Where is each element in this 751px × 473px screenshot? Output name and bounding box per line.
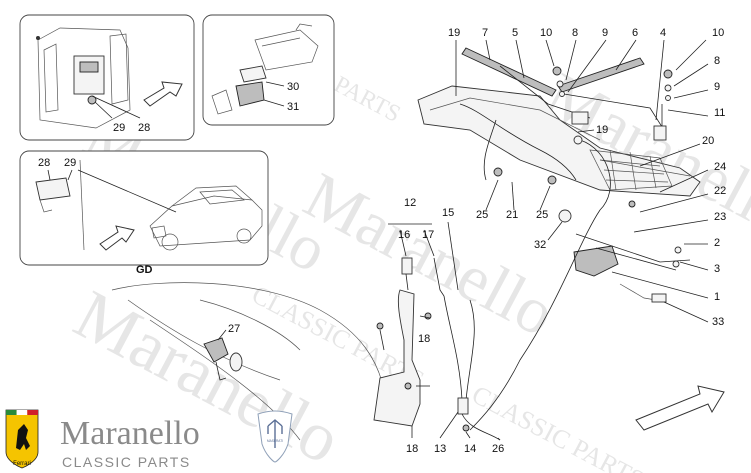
callout-26: 26 <box>492 443 504 455</box>
brand-block: Ferrari Maranello CLASSIC PARTS MASERATI <box>5 409 293 470</box>
callout-25: 25 <box>476 209 488 221</box>
callout-13: 13 <box>434 443 446 455</box>
car-illustration <box>149 185 263 251</box>
callout-6: 6 <box>632 27 638 39</box>
callout-3: 3 <box>714 263 720 275</box>
callouts-right: 8 9 11 20 24 22 23 2 3 1 33 <box>702 55 726 328</box>
inset-a-frame <box>19 14 195 141</box>
callout-22: 22 <box>714 185 726 197</box>
badge-text: MASERATI <box>267 439 283 443</box>
pump-27: 27 <box>203 323 243 381</box>
callout-11: 11 <box>714 107 725 119</box>
crest-text: Ferrari <box>13 461 31 467</box>
control-unit <box>73 55 105 95</box>
callout-24: 24 <box>714 161 726 173</box>
callout-28: 28 <box>138 122 150 134</box>
brand-subtitle: CLASSIC PARTS <box>62 454 191 470</box>
callout-7: 7 <box>482 27 488 39</box>
washer-reservoir <box>373 289 421 427</box>
wiper-assembly <box>417 39 709 431</box>
callout-29-c: 29 <box>64 157 76 169</box>
callout-2: 2 <box>714 237 720 249</box>
callout-9-right: 9 <box>714 81 720 93</box>
callout-23: 23 <box>714 211 726 223</box>
callout-16: 16 <box>398 229 410 241</box>
callout-14: 14 <box>464 443 476 455</box>
washer-reservoir-group: 12 16 17 15 18 18 13 14 26 <box>373 197 504 455</box>
callouts-mid: 19 25 21 25 32 <box>476 124 608 251</box>
watermark-sub-3: CLASSIC PARTS <box>467 380 649 473</box>
callout-21: 21 <box>506 209 518 221</box>
callout-10-right: 10 <box>712 27 724 39</box>
inset-c: 28 29 GD <box>19 150 269 276</box>
ferrari-crest-icon: Ferrari <box>5 409 39 469</box>
callout-12: 12 <box>404 197 416 209</box>
callout-33: 33 <box>712 316 724 328</box>
callout-17: 17 <box>422 229 434 241</box>
filler-cap <box>401 257 413 275</box>
callout-15: 15 <box>442 207 454 219</box>
callout-20: 20 <box>702 135 714 147</box>
maserati-badge-icon: MASERATI <box>257 410 293 463</box>
callout-27: 27 <box>228 323 240 335</box>
section-label: GD <box>136 264 153 276</box>
callout-5: 5 <box>512 27 518 39</box>
wiper-blade-right <box>557 57 645 93</box>
callout-29: 29 <box>113 122 125 134</box>
wiper-blade-left <box>461 47 557 97</box>
callout-8-right: 8 <box>714 55 720 67</box>
wiper-motor <box>573 245 619 277</box>
callout-25-b: 25 <box>536 209 548 221</box>
callout-32: 32 <box>534 239 546 251</box>
washer-pump <box>457 397 469 415</box>
callout-18-b: 18 <box>406 443 418 455</box>
callout-31: 31 <box>287 101 299 113</box>
inset-c-frame <box>19 150 269 266</box>
mesh-screen <box>589 149 673 191</box>
callout-30: 30 <box>287 81 299 93</box>
callout-1: 1 <box>714 291 720 303</box>
callout-19: 19 <box>448 27 460 39</box>
callout-19-mid: 19 <box>596 124 608 136</box>
callout-18: 18 <box>418 333 430 345</box>
callout-10: 10 <box>540 27 552 39</box>
callout-9: 9 <box>602 27 608 39</box>
brand-name: Maranello <box>60 415 200 452</box>
inset-b: 30 31 <box>202 14 335 126</box>
inset-b-frame <box>202 14 335 126</box>
callout-4: 4 <box>660 27 666 39</box>
callouts-top: 19 7 5 10 8 9 6 4 10 <box>448 27 724 39</box>
inset-a: 29 28 <box>19 14 195 141</box>
callout-28-c: 28 <box>38 157 50 169</box>
direction-arrow <box>635 385 725 431</box>
callout-8: 8 <box>572 27 578 39</box>
